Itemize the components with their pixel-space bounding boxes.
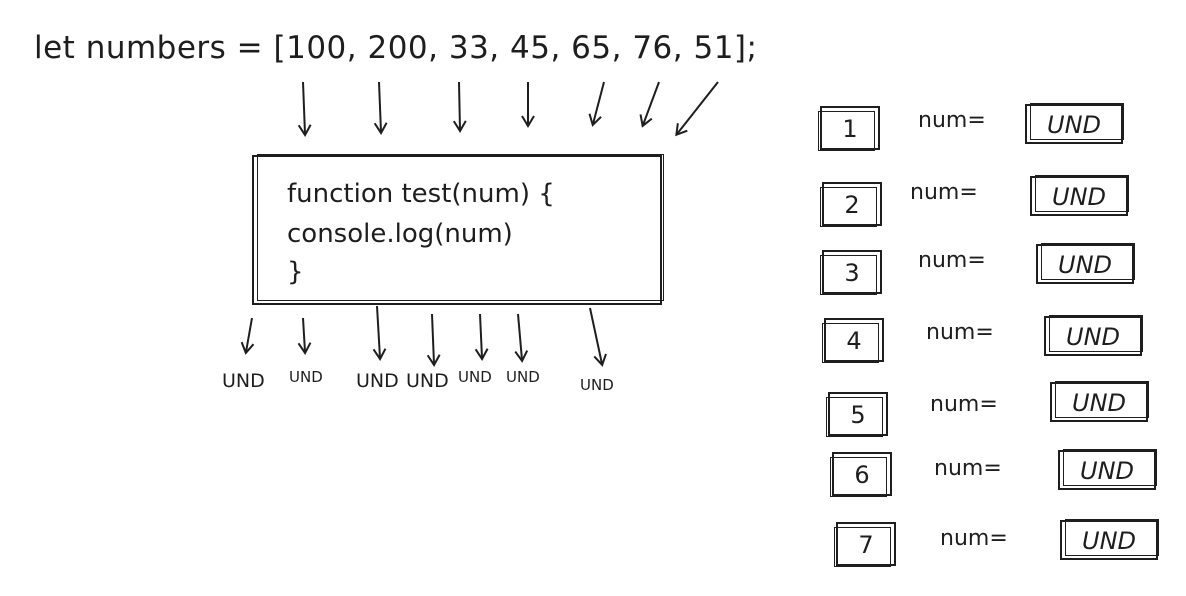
output-label-4: UND: [406, 370, 449, 392]
input-arrow-5: [588, 81, 605, 127]
code-line-2: console.log(num): [287, 219, 513, 249]
output-label-7: UND: [580, 376, 614, 394]
value-box-2: UND: [1030, 175, 1129, 216]
output-label-6: UND: [506, 368, 540, 386]
index-box-1: 1: [818, 106, 880, 151]
code-line-3: }: [287, 257, 304, 287]
output-label-2: UND: [289, 368, 323, 386]
output-arrow-1: [240, 317, 255, 355]
output-arrow-5: [474, 313, 489, 361]
function-box: function test(num) { console.log(num) }: [252, 154, 664, 305]
array-declaration: let numbers = [100, 200, 33, 45, 65, 76,…: [34, 30, 758, 66]
input-arrow-1: [297, 81, 312, 137]
input-arrow-6: [639, 81, 660, 128]
index-box-7: 7: [834, 522, 896, 567]
num-label-3: num=: [918, 248, 986, 273]
value-box-5: UND: [1050, 381, 1149, 422]
value-box-7: UND: [1060, 519, 1159, 560]
output-label-3: UND: [356, 370, 399, 392]
value-box-6: UND: [1058, 449, 1157, 490]
num-label-1: num=: [918, 108, 986, 133]
index-box-3: 3: [820, 250, 882, 295]
index-box-2: 2: [820, 182, 882, 227]
value-box-3: UND: [1036, 243, 1135, 284]
index-box-4: 4: [822, 318, 884, 363]
num-label-7: num=: [940, 526, 1008, 551]
input-arrow-7: [675, 81, 719, 137]
output-arrow-6: [514, 313, 529, 363]
output-arrow-7: [589, 307, 607, 367]
num-label-2: num=: [910, 180, 978, 205]
index-box-5: 5: [826, 392, 888, 437]
num-label-6: num=: [934, 456, 1002, 481]
num-label-4: num=: [926, 320, 994, 345]
output-arrow-4: [426, 313, 441, 367]
output-label-5: UND: [458, 368, 492, 386]
input-arrow-2: [373, 81, 388, 135]
num-label-5: num=: [930, 392, 998, 417]
value-box-4: UND: [1044, 315, 1143, 356]
value-box-1: UND: [1025, 103, 1124, 144]
index-box-6: 6: [830, 452, 892, 497]
input-arrow-3: [452, 81, 467, 133]
output-arrow-2: [297, 317, 312, 355]
output-arrow-3: [372, 305, 387, 361]
code-line-1: function test(num) {: [287, 179, 555, 209]
output-label-1: UND: [222, 370, 265, 392]
